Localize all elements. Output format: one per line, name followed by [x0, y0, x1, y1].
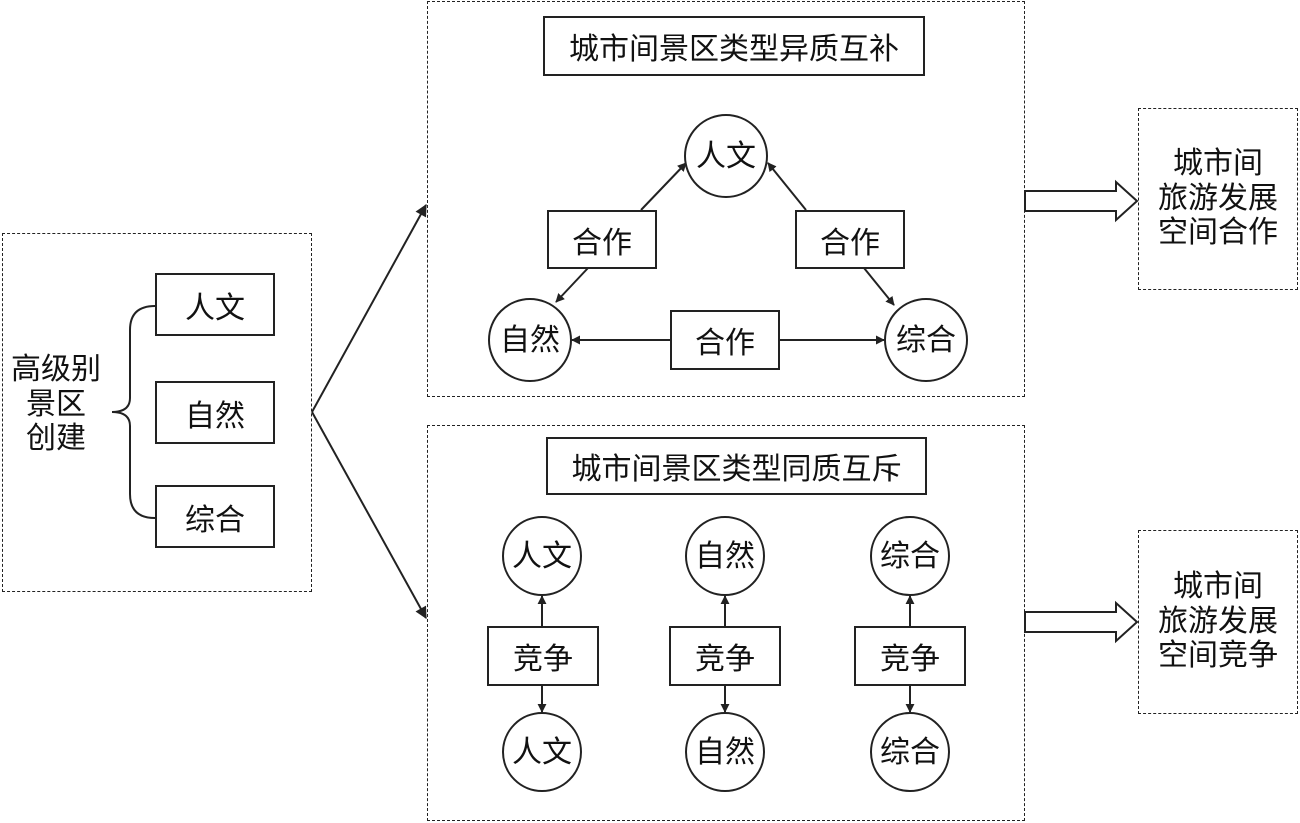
arrow-coop-to-nature — [555, 267, 589, 303]
top-node-nature: 自然 — [488, 298, 572, 382]
bottom-node-top-3: 综合 — [870, 516, 950, 596]
left-group-frame — [2, 233, 312, 592]
top-node-culture: 人文 — [684, 114, 768, 198]
bottom-node-top-1: 人文 — [502, 516, 582, 596]
top-relation-left: 合作 — [547, 210, 657, 269]
bottom-node-top-2: 自然 — [685, 516, 765, 596]
top-panel-title: 城市间景区类型异质互补 — [543, 16, 925, 76]
bottom-panel-frame — [427, 425, 1025, 821]
bottom-panel-title: 城市间景区类型同质互斥 — [546, 437, 927, 495]
arrow-coop-to-culture-right — [767, 162, 807, 211]
bottom-relation-3: 竞争 — [854, 626, 966, 686]
block-arrow-cooperation — [1024, 179, 1139, 223]
left-item-nature: 自然 — [155, 381, 275, 444]
left-item-comprehensive: 综合 — [155, 485, 275, 548]
top-relation-right: 合作 — [795, 210, 905, 269]
bottom-node-bottom-2: 自然 — [685, 712, 765, 792]
arrow-coop-to-comprehensive — [863, 267, 895, 306]
bottom-node-bottom-3: 综合 — [870, 712, 950, 792]
top-node-comprehensive: 综合 — [884, 298, 968, 382]
bottom-node-bottom-1: 人文 — [502, 712, 582, 792]
left-group-label: 高级别 景区 创建 — [11, 352, 101, 457]
outcome-cooperation: 城市间 旅游发展 空间合作 — [1138, 108, 1298, 290]
arrow-to-top-panel — [311, 203, 427, 413]
left-brace — [111, 305, 156, 519]
block-arrow-competition — [1024, 600, 1139, 644]
top-panel-frame — [427, 1, 1025, 397]
bottom-relation-2: 竞争 — [669, 626, 781, 686]
arrow-coop-to-culture-left — [640, 162, 687, 211]
top-relation-bottom: 合作 — [670, 310, 780, 370]
arrow-to-bottom-panel — [311, 411, 427, 620]
left-item-culture: 人文 — [155, 273, 275, 336]
outcome-competition: 城市间 旅游发展 空间竞争 — [1138, 530, 1298, 714]
bottom-relation-1: 竞争 — [487, 626, 599, 686]
